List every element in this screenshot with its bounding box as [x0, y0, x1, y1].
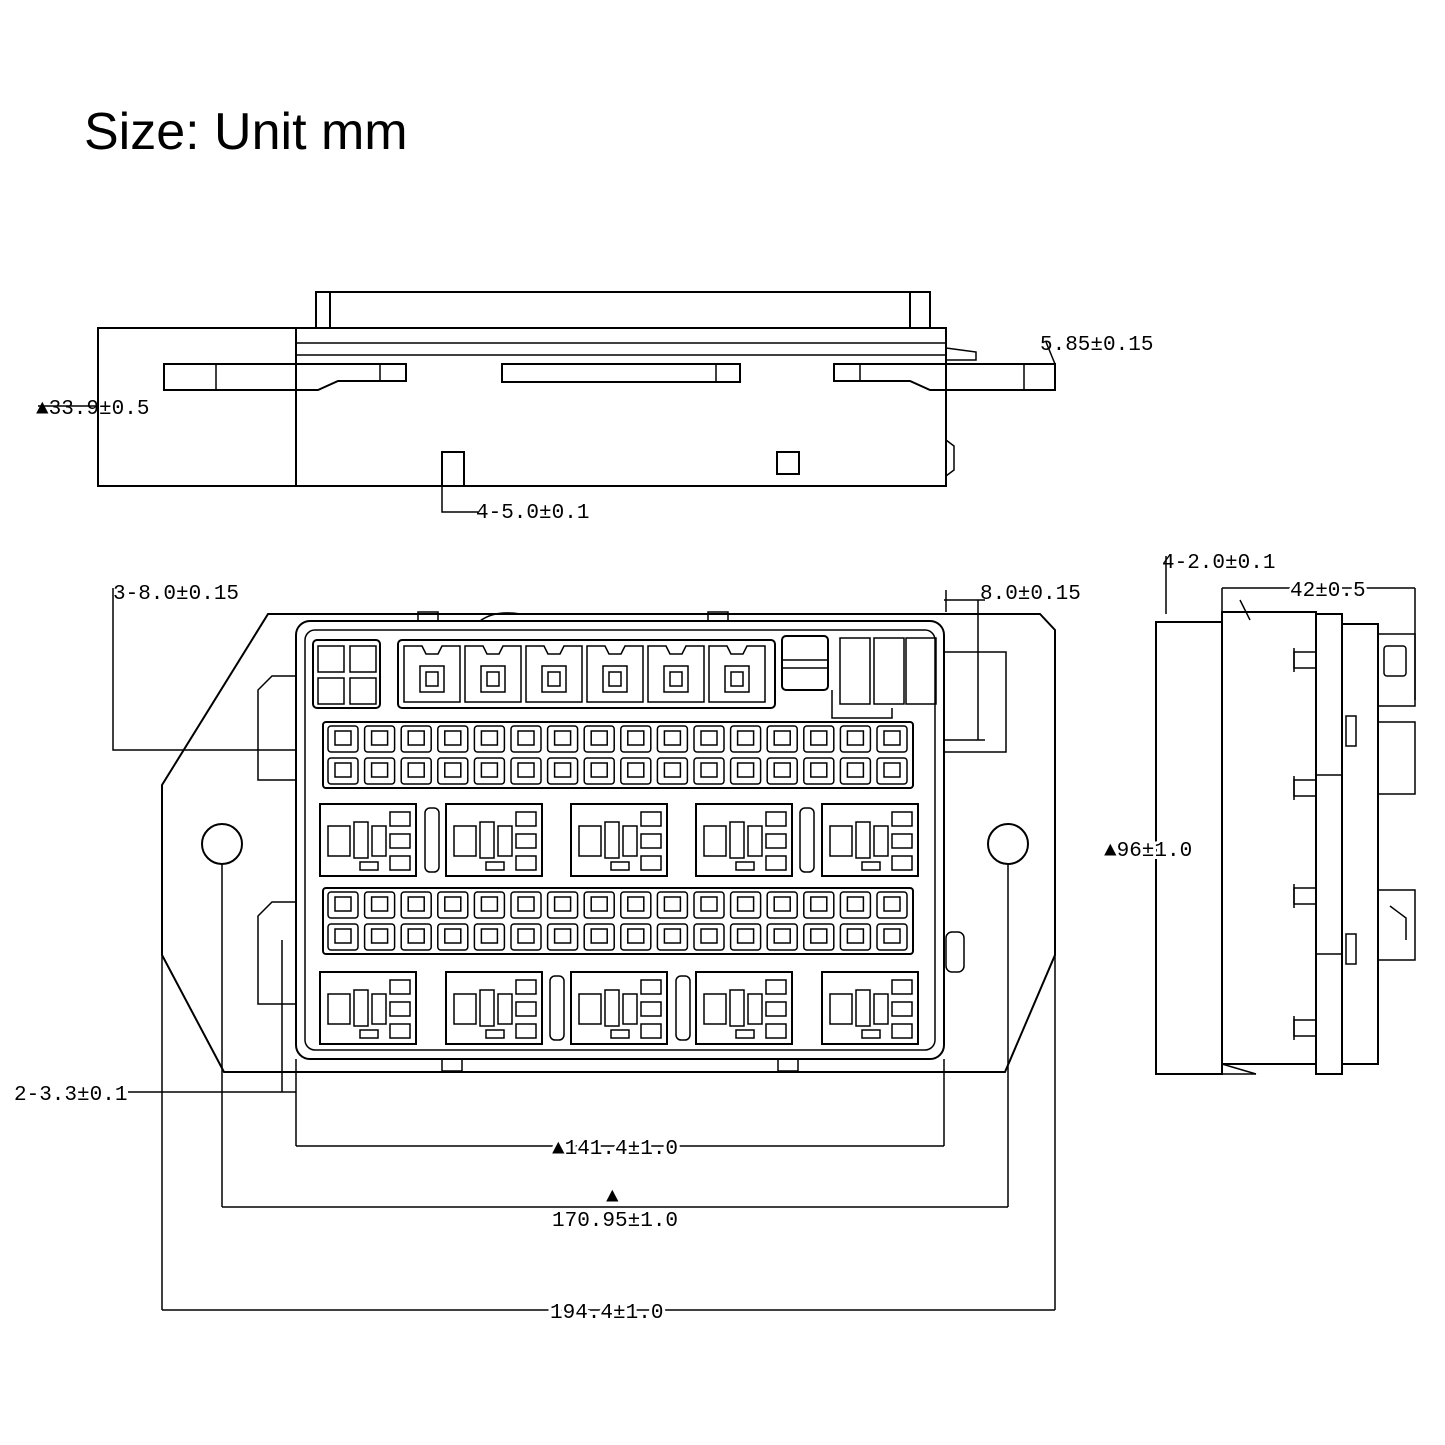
- dim-front-mount-span: 170.95±1.0: [552, 1210, 678, 1233]
- dim-front-left-holes: 3-8.0±0.15: [113, 583, 239, 606]
- dim-front-mount-holes: 2-3.3±0.1: [14, 1084, 127, 1107]
- dim-side-height: ▲96±1.0: [1104, 840, 1192, 863]
- page-title: Size: Unit mm: [84, 103, 408, 161]
- dim-front-overall-width: 194.4±1.0: [550, 1302, 663, 1325]
- dim-front-right-hole: 8.0±0.15: [980, 583, 1081, 606]
- dim-front-mount-span-marker: ▲: [606, 1186, 619, 1209]
- dim-top-slots: 4-5.0±0.1: [476, 502, 589, 525]
- dim-top-height: ▲33.9±0.5: [36, 398, 149, 421]
- dim-front-inner-width: ▲141.4±1.0: [552, 1138, 678, 1161]
- dim-side-depth: 42±0.5: [1290, 580, 1366, 603]
- top-view: 5.85±0.15 ▲33.9±0.5 4-5.0±0.1: [36, 291, 1153, 525]
- dim-side-slots: 4-2.0±0.1: [1162, 552, 1275, 575]
- side-view: 4-2.0±0.1 42±0.5 ▲96±1.0: [1101, 552, 1416, 1075]
- dim-top-tab: 5.85±0.15: [1040, 334, 1153, 357]
- front-view: 3-8.0±0.15 8.0±0.15 2-3.3±0.1 ▲141.4±1.0…: [14, 583, 1081, 1328]
